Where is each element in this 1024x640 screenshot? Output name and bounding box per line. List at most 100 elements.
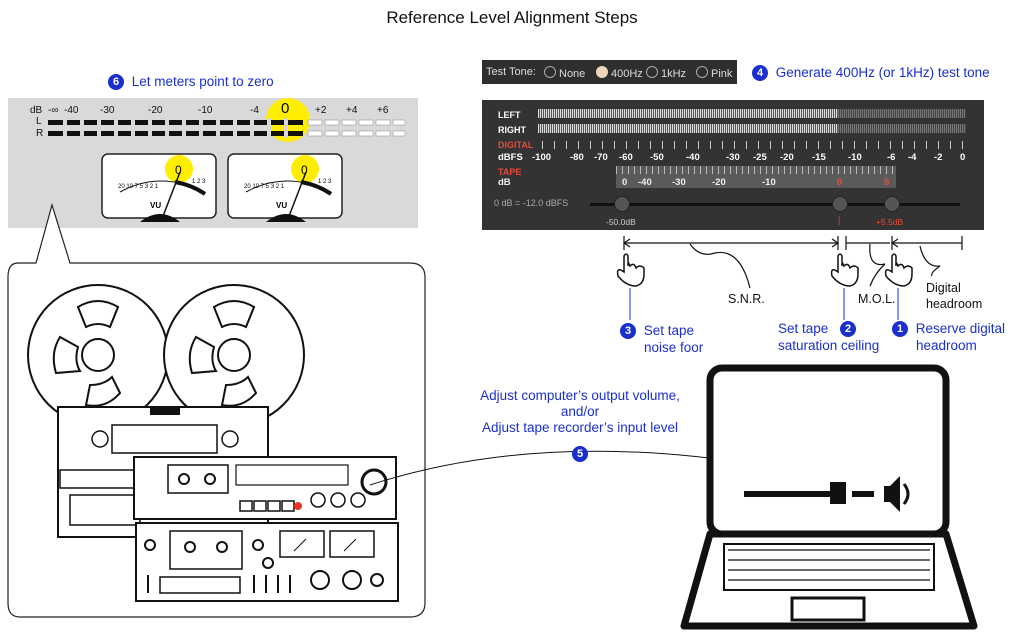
range-markers xyxy=(616,236,963,320)
dbfs-tick: -25 xyxy=(753,152,767,163)
dbfs-tick: -20 xyxy=(780,152,794,163)
step-1-label: 1 Reserve digital headroom xyxy=(892,320,1005,354)
meter-tick: -20 xyxy=(148,105,163,116)
meter-tick: -4 xyxy=(250,105,259,116)
step-5-line2: and/or xyxy=(560,404,600,419)
level-meter-panel: LEFT RIGHT DIGITAL dBFS -100 -80 -70 -60… xyxy=(482,100,984,230)
step-2-label: Set tape 2 saturation ceiling xyxy=(778,320,879,354)
meter-tick: -30 xyxy=(100,105,115,116)
right-channel-label: RIGHT xyxy=(498,125,526,135)
step-3-line1: Set tape xyxy=(643,323,695,338)
right-level-bar xyxy=(538,124,838,133)
meter-tick: -40 xyxy=(64,105,79,116)
tape-ticks xyxy=(616,166,896,174)
svg-text:0: 0 xyxy=(175,163,182,177)
tape-tick: -30 xyxy=(672,177,686,188)
step-3-line2: noise foor xyxy=(644,340,704,356)
meter-tick-zero: 0 xyxy=(281,100,290,117)
tape-db-label: dB xyxy=(498,177,511,188)
mol-knob[interactable] xyxy=(832,196,848,212)
tape-tick: -40 xyxy=(638,177,652,188)
svg-text:VU: VU xyxy=(276,201,287,210)
tape-recorder-illustration xyxy=(7,202,426,618)
meter-tick: -10 xyxy=(198,105,213,116)
digital-ticks xyxy=(542,141,964,149)
meter-bars xyxy=(48,118,406,138)
headroom-value: +5.5dB xyxy=(876,217,904,227)
tape-tick-red: 0 xyxy=(837,177,843,188)
tape-label: TAPE xyxy=(498,167,522,177)
step-5-line3: Adjust tape recorder’s input level xyxy=(481,420,679,435)
meter-tick: +6 xyxy=(377,105,389,116)
step-4-text: Generate 400Hz (or 1kHz) test tone xyxy=(775,65,990,80)
svg-text:1 2 3: 1 2 3 xyxy=(192,179,206,185)
tape-tick: -10 xyxy=(762,177,776,188)
step-5-badge: 5 xyxy=(572,446,588,463)
step-1-badge: 1 xyxy=(892,321,908,338)
radio-icon xyxy=(646,66,658,78)
step-6-badge: 6 xyxy=(108,74,124,91)
tape-tick: -20 xyxy=(712,177,726,188)
digital-label: DIGITAL xyxy=(498,140,534,150)
dbfs-tick: -50 xyxy=(650,152,664,163)
dbfs-tick: -10 xyxy=(848,152,862,163)
test-tone-option-none[interactable]: None xyxy=(544,66,585,80)
dbfs-label: dBFS xyxy=(498,152,523,163)
left-channel-label: LEFT xyxy=(498,110,521,120)
dbfs-tick: -15 xyxy=(812,152,826,163)
left-level-bar xyxy=(538,109,838,118)
step-5-line1: Adjust computer’s output volume, xyxy=(480,388,680,403)
step-2-line2: saturation ceiling xyxy=(778,338,880,354)
left-level-bar-empty xyxy=(838,109,966,118)
digital-headroom-label: Digital headroom xyxy=(926,280,982,312)
dbfs-tick: -80 xyxy=(570,152,584,163)
svg-text:0: 0 xyxy=(301,163,308,177)
dbfs-tick: -40 xyxy=(686,152,700,163)
svg-text:VU: VU xyxy=(150,201,161,210)
meter-panel: dB L R -∞ -40 -30 -20 -10 -4 0 +2 +4 +6 xyxy=(8,98,418,228)
meter-channel-r: R xyxy=(36,128,44,139)
dbfs-tick: 0 xyxy=(960,152,966,163)
step-2-badge: 2 xyxy=(840,321,857,338)
step-4-label: 4 Generate 400Hz (or 1kHz) test tone xyxy=(752,65,990,82)
diagram-title: Reference Level Alignment Steps xyxy=(386,8,638,27)
svg-text:20 10 7 5 3 2 1: 20 10 7 5 3 2 1 xyxy=(118,184,159,190)
dbfs-tick: -60 xyxy=(619,152,633,163)
dbfs-tick: -30 xyxy=(726,152,740,163)
test-tone-selector: Test Tone: None 400Hz 1kHz Pink xyxy=(482,60,737,84)
radio-icon xyxy=(696,66,708,78)
step-1-line1: Reserve digital xyxy=(915,321,1006,336)
laptop-illustration xyxy=(680,364,978,630)
radio-selected-icon xyxy=(596,66,608,78)
test-tone-option-pink[interactable]: Pink xyxy=(696,66,732,80)
vu-meter-left: 20 10 7 5 3 2 1 0 1 2 3 VU xyxy=(101,153,217,222)
right-level-bar-empty xyxy=(838,124,966,133)
mol-label: M.O.L. xyxy=(858,292,896,306)
step-6-text: Let meters point to zero xyxy=(131,74,274,89)
step-2-line1: Set tape xyxy=(778,321,829,336)
dbfs-tick: -4 xyxy=(908,152,917,163)
digital-headroom-line2: headroom xyxy=(926,297,983,311)
dbfs-tick: -100 xyxy=(532,152,552,163)
digital-headroom-line1: Digital xyxy=(926,281,961,295)
meter-channel-l: L xyxy=(36,116,42,127)
tape-tick-red: 5 xyxy=(884,177,890,188)
slider-track xyxy=(590,203,960,206)
step-1-line2: headroom xyxy=(916,338,977,354)
step-3-label: 3 Set tape noise foor xyxy=(620,322,703,356)
step-4-badge: 4 xyxy=(752,65,768,82)
meter-tick: -∞ xyxy=(48,105,59,116)
snr-label: S.N.R. xyxy=(728,292,765,306)
meter-tick: +4 xyxy=(346,105,358,116)
dbfs-tick: -2 xyxy=(934,152,943,163)
radio-icon xyxy=(544,66,556,78)
headroom-knob[interactable] xyxy=(884,196,900,212)
noise-floor-knob[interactable] xyxy=(614,196,630,212)
test-tone-option-400hz[interactable]: 400Hz xyxy=(596,66,643,80)
svg-text:20 10 7 5 3 2 1: 20 10 7 5 3 2 1 xyxy=(244,184,285,190)
dbfs-tick: -70 xyxy=(594,152,608,163)
test-tone-option-1khz[interactable]: 1kHz xyxy=(646,66,686,80)
svg-text:1 2 3: 1 2 3 xyxy=(318,179,332,185)
meter-db-label: dB xyxy=(30,105,43,116)
mol-value: | xyxy=(838,215,841,225)
